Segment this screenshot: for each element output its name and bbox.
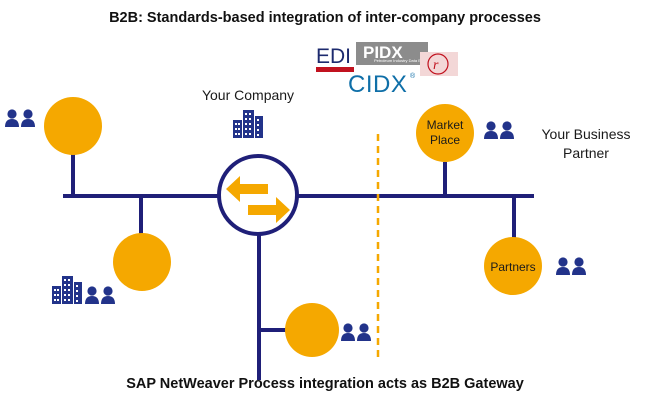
market-place-label-line1: Market xyxy=(427,118,464,132)
node-partners xyxy=(484,237,542,295)
node-top-left xyxy=(44,97,102,155)
pidx-logo: PIDX Petroleum Industry Data Exchange xyxy=(356,42,437,65)
node-market-place xyxy=(416,104,474,162)
your-business-partner-label-line1: Your Business xyxy=(542,126,631,142)
svg-text:PIDX: PIDX xyxy=(363,43,403,62)
partners-label: Partners xyxy=(490,260,535,274)
node-bottom-left xyxy=(113,233,171,291)
svg-text:CIDX: CIDX xyxy=(348,71,407,98)
exchange-arrows-icon xyxy=(226,176,290,223)
building-icon xyxy=(52,276,82,304)
your-business-partner-label-line2: Partner xyxy=(563,145,609,161)
people-icon xyxy=(484,121,514,139)
rosetta-logo: r xyxy=(420,52,458,76)
building-icon xyxy=(233,110,263,138)
node-bottom-center xyxy=(285,303,339,357)
people-icon xyxy=(341,323,371,341)
svg-text:Petroleum Industry Data Exchan: Petroleum Industry Data Exchange xyxy=(374,58,437,63)
market-place-label-line2: Place xyxy=(430,133,460,147)
gateway-hub xyxy=(217,154,299,236)
svg-text:®: ® xyxy=(410,72,416,80)
people-icon xyxy=(85,286,115,304)
edi-logo: EDI xyxy=(316,45,354,72)
your-company-label: Your Company xyxy=(202,87,294,103)
diagram-title: B2B: Standards-based integration of inte… xyxy=(109,10,541,26)
people-icon xyxy=(5,109,35,127)
svg-text:r: r xyxy=(433,58,439,73)
diagram-footer: SAP NetWeaver Process integration acts a… xyxy=(126,376,524,392)
svg-text:EDI: EDI xyxy=(316,45,351,68)
people-icon xyxy=(556,257,586,275)
cidx-logo: CIDX ® xyxy=(348,71,416,98)
